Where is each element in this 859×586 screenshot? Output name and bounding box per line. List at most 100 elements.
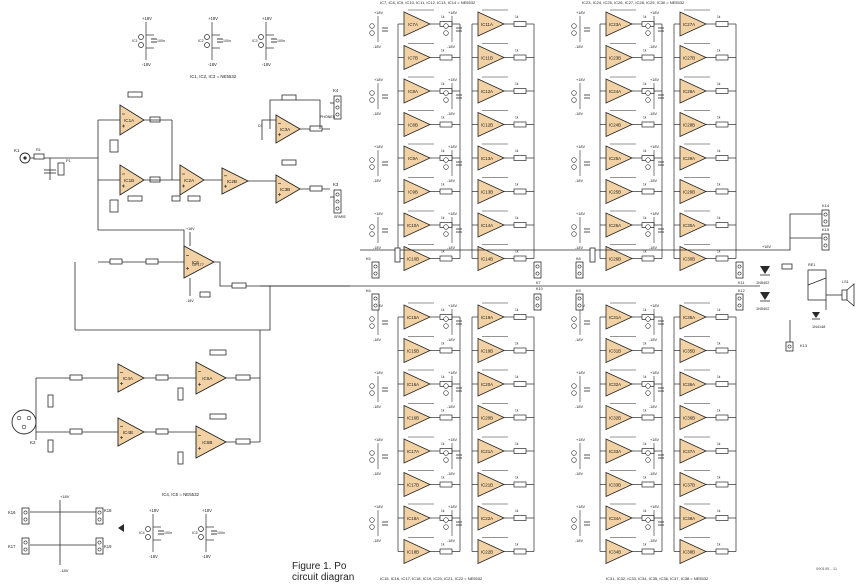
ic4b-opamp: IC4B <box>117 417 145 447</box>
opamp-triangle <box>679 145 707 171</box>
opamp-triangle <box>605 304 633 330</box>
output-resistor <box>513 414 527 421</box>
bank-a-right: +18V-18VIC11A1kIC11B1k+18V-18VIC12A1kIC1… <box>443 9 535 272</box>
supply-pos-label: +18V <box>374 438 383 442</box>
supply-pos-label: +18V <box>374 145 383 149</box>
connector-pin <box>335 98 340 103</box>
bank-b-left: +18V-18VIC23A1kIC23B1k+18V-18VIC24A1kIC2… <box>571 9 663 272</box>
supply-neg-label: -18V <box>447 338 455 342</box>
ic-ref-label: IC2 <box>198 39 204 43</box>
k7-connector <box>533 261 542 279</box>
ic-pin <box>369 90 375 96</box>
resistor-value: 1k <box>441 543 445 547</box>
supply-neg-label: -18V <box>447 45 455 49</box>
k17-connector <box>21 537 30 555</box>
ic-pin <box>443 164 449 170</box>
wire <box>98 229 185 250</box>
connector-pin <box>335 206 340 211</box>
ic-pin <box>571 90 577 96</box>
opamp-label: IC26B <box>609 257 621 262</box>
ls1-label: LS1 <box>842 280 849 284</box>
opamp-triangle <box>477 78 505 104</box>
ic-pin <box>571 323 577 329</box>
opamp-triangle <box>195 361 227 395</box>
supply-neg-label: -18V <box>447 405 455 409</box>
wire <box>261 119 276 140</box>
connector-pin <box>335 112 340 117</box>
opamp-label: IC19A <box>481 315 493 320</box>
ic-pin <box>645 323 651 329</box>
ic-pin <box>369 316 375 322</box>
connector-pin <box>823 219 828 224</box>
opamp-label: IC29A <box>683 156 695 161</box>
opamp-label: IC22B <box>481 550 493 555</box>
ic-pin <box>571 157 577 163</box>
supply-neg-label: -18V <box>262 62 271 67</box>
ic-pin <box>443 157 449 163</box>
ic-pin <box>645 450 651 456</box>
opamp-triangle <box>119 164 145 196</box>
opamp-triangle <box>183 245 215 279</box>
supply-pos-label: +18V <box>202 508 212 513</box>
supply-neg-label: -18V <box>649 112 657 116</box>
opamp-label: IC27A <box>683 22 695 27</box>
resistor <box>47 439 54 453</box>
ic-pin <box>571 390 577 396</box>
supply-neg-label: -18V <box>649 246 657 250</box>
ic-pin <box>645 524 651 530</box>
connector-pin <box>23 540 28 545</box>
connector-pin <box>535 271 540 276</box>
ic5b-opamp: IC5B <box>195 425 227 459</box>
opamp-label: IC30A <box>683 223 695 228</box>
output-resistor <box>715 255 729 262</box>
k8-connector <box>575 261 584 279</box>
output-resistor <box>641 548 655 555</box>
supply-pos-label: +18V <box>374 371 383 375</box>
figure-ref-number: 090195 - 11 <box>816 566 838 571</box>
opamp-label: IC29B <box>683 190 695 195</box>
opamp-label: IC28B <box>683 123 695 128</box>
supply-pos-label: +18V <box>374 78 383 82</box>
xlr-pin <box>26 415 32 421</box>
output-resistor <box>513 481 527 488</box>
supply-neg-label: -18V <box>575 539 583 543</box>
opamp-label: IC7A <box>408 22 418 27</box>
opamp-label: IC9A <box>408 156 418 161</box>
resistor-value: 1k <box>717 15 721 19</box>
opamp-triangle <box>679 371 707 397</box>
ic-pin <box>571 517 577 523</box>
opamp-label: IC10B <box>407 257 419 262</box>
k3-spare-label: SPARE <box>334 215 347 219</box>
opamp-triangle <box>477 111 505 138</box>
capacitor-value: 100n <box>164 531 172 535</box>
k6-label: K6 <box>366 289 371 293</box>
supply-pos-label: +18V <box>448 371 457 375</box>
output-resistor <box>715 88 729 94</box>
opamp-label: IC24A <box>609 89 621 94</box>
resistor <box>309 125 323 132</box>
supply-pos-label: +18V <box>448 212 457 216</box>
resistor-value: 1k <box>643 15 647 19</box>
supply-pos-label: +18V <box>149 508 159 513</box>
resistor-value: 1k <box>441 509 445 513</box>
ic-pin <box>369 97 375 103</box>
opamp-label: IC3A <box>280 127 291 132</box>
opamp-triangle <box>679 78 707 104</box>
opamp-triangle <box>403 337 431 364</box>
output-resistor <box>715 21 729 27</box>
connector-pin <box>577 264 582 269</box>
resistor-value: 1k <box>515 149 519 153</box>
ic5a-opamp: IC5A <box>195 361 227 395</box>
opamp-label: IC16B <box>407 416 419 421</box>
opamp-triangle <box>403 471 431 498</box>
ic-pin <box>645 157 651 163</box>
output-resistor <box>439 347 453 354</box>
resistor-value: 1k <box>515 183 519 187</box>
capacitor-value: 100n <box>217 531 225 535</box>
opamp-triangle <box>679 438 707 464</box>
supply-neg-label: -18V <box>373 405 381 409</box>
ic-pin <box>571 383 577 389</box>
resistor <box>281 159 297 166</box>
opamp-triangle <box>605 11 633 37</box>
opamp-label: IC6 <box>192 260 200 265</box>
